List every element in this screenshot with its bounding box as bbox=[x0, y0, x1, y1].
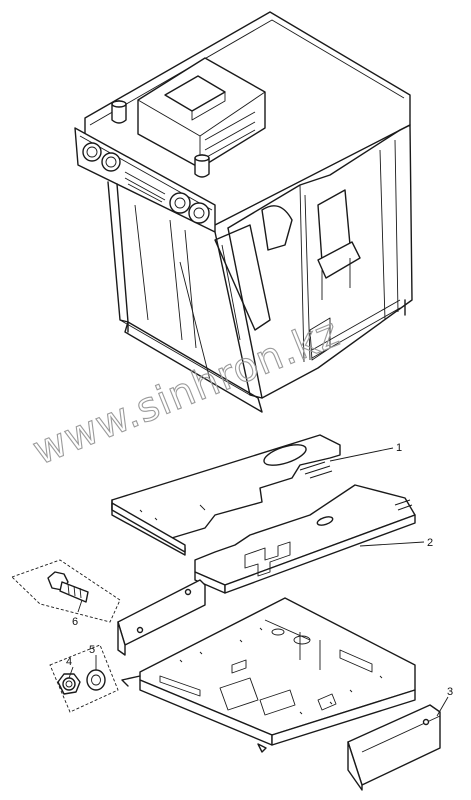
cab-assembly bbox=[74, 11, 413, 413]
callout-5: 5 bbox=[89, 644, 95, 656]
callout-1: 1 bbox=[396, 442, 402, 454]
operator-seat bbox=[261, 189, 361, 300]
part-4-nut bbox=[57, 673, 81, 695]
part-6-bolt bbox=[11, 559, 121, 623]
front-light-panel bbox=[74, 127, 216, 233]
part-5-washer bbox=[86, 669, 106, 691]
callout-6: 6 bbox=[72, 616, 78, 628]
leader-6 bbox=[77, 599, 83, 613]
roof-unit bbox=[137, 57, 266, 169]
base-plate bbox=[121, 597, 416, 753]
part-4-5-nut-washer bbox=[49, 644, 119, 713]
leader-4 bbox=[68, 666, 74, 679]
leader-3 bbox=[436, 696, 449, 717]
leader-lines bbox=[68, 447, 449, 717]
callout-labels: 1 2 3 4 5 6 bbox=[66, 442, 453, 698]
left-front-pillar bbox=[107, 181, 129, 323]
part-3-angle-bracket bbox=[347, 704, 441, 791]
callout-4: 4 bbox=[66, 656, 72, 668]
callout-3: 3 bbox=[447, 686, 453, 698]
dashboard-console bbox=[214, 224, 271, 331]
part-1-floor-mat bbox=[111, 434, 341, 556]
leader-2 bbox=[359, 541, 425, 547]
mounting-bracket bbox=[117, 579, 206, 656]
callout-2: 2 bbox=[427, 537, 433, 549]
part-2-floor-mat bbox=[194, 484, 416, 594]
side-door-frame bbox=[227, 124, 413, 399]
beacon-lamps bbox=[111, 100, 210, 178]
leader-1 bbox=[329, 447, 394, 462]
